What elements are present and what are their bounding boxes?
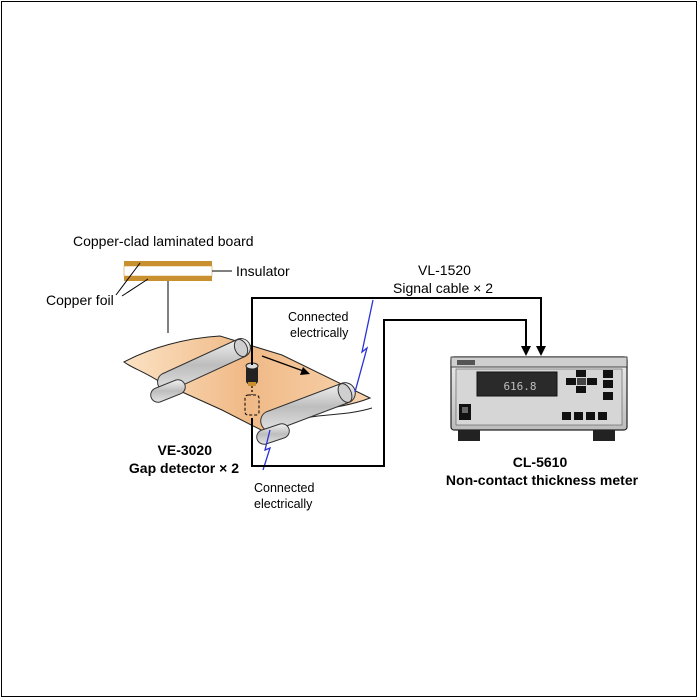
cable-label-line1: VL-1520 [418,262,471,278]
signal-cable-inner [251,319,527,467]
meter-brand-plate [457,360,475,365]
electric-connection-top-line [354,299,374,393]
meter-key-up [576,370,586,377]
cable-label-line2: Signal cable × 2 [393,280,493,296]
board-and-rollers [123,335,373,445]
cable-arrowhead-outer-icon [536,346,546,356]
meter-side-key-3 [603,392,613,400]
meter-soft-key-1 [562,412,571,420]
connected-top-label-line2: electrically [290,326,349,340]
meter-label-line2: Non-contact thickness meter [446,472,639,488]
gap-detector-top-icon [245,362,259,386]
board-title-label: Copper-clad laminated board [73,233,254,249]
meter-foot-right [593,430,615,441]
meter-key-right [587,378,597,385]
copper-foil-bottom-layer [124,276,212,281]
meter-soft-key-4 [598,412,607,420]
meter-key-left [566,378,576,385]
meter-foot-left [458,430,480,441]
electric-connection-bottom-line [262,429,272,471]
detector-label-line2: Gap detector × 2 [129,460,239,476]
board-cross-section [115,261,232,333]
right-roller-top [260,382,356,432]
copper-foil-top-layer [124,261,212,266]
meter-key-center [577,378,586,385]
gap-detector-bottom-icon [244,386,260,416]
meter-top-panel [450,356,628,368]
cable-arrowhead-inner-icon [521,346,531,356]
meter-display-screen [476,371,558,397]
detector-label-line1: VE-3020 [158,442,213,458]
connected-top-label-line1: Connected [288,310,349,324]
connected-bottom-label-line2: electrically [254,497,313,511]
copper-foil-leader-bottom [121,278,149,297]
meter-soft-key-2 [574,412,583,420]
signal-cable-outer [251,297,542,365]
thickness-meter-device: 616.8 [450,356,628,441]
meter-side-key-1 [603,370,613,378]
meter-label-line1: CL-5610 [513,454,568,470]
left-roller-bottom [150,379,186,403]
insulator-label: Insulator [236,263,290,279]
copper-foil-leader-top [115,262,141,296]
signal-cables [251,297,542,467]
copper-foil-label: Copper foil [46,292,114,308]
meter-soft-key-3 [586,412,595,420]
meter-side-key-2 [603,380,613,388]
travel-direction-arrow-icon [261,355,310,375]
meter-key-down [576,386,586,393]
meter-readout: 616.8 [503,380,536,393]
left-roller-top [157,338,251,392]
connected-bottom-label-line1: Connected [254,481,315,495]
right-roller-bottom [256,423,290,445]
